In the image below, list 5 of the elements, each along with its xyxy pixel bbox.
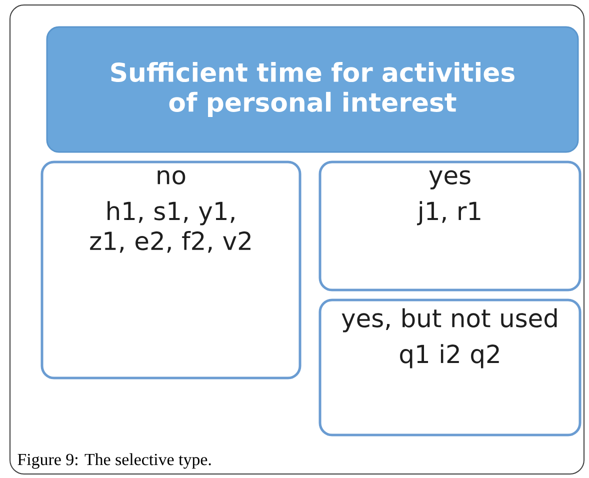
answer-box: yes j1, r1	[318, 160, 582, 292]
caption: Figure 9: The selective type.	[18, 453, 211, 469]
answer-box: no h1, s1, y1, z1, e2, f2, v2	[40, 160, 302, 380]
heading-box: Sufficient time for activities of personal interest	[46, 26, 579, 153]
answer-box: yes, but not used q1 i2 q2	[318, 298, 582, 436]
